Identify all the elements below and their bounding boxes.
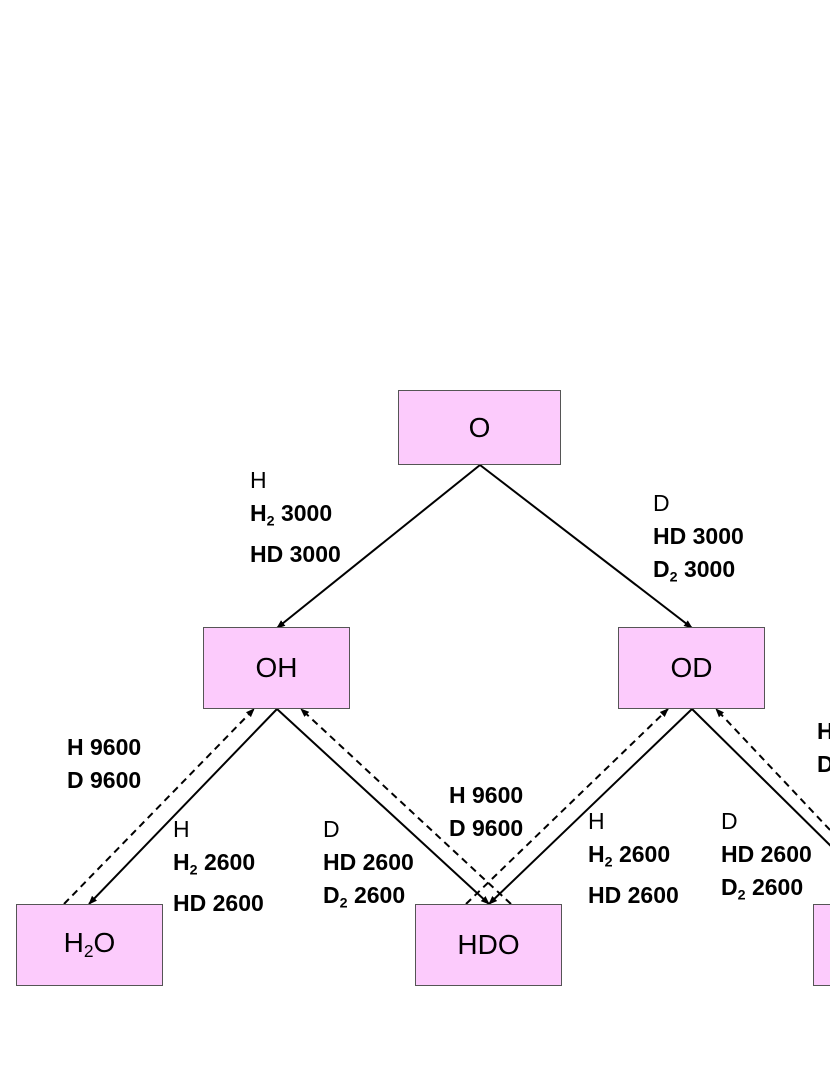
label-oh-to-h2o: H H2 2600 HD 2600 [173, 816, 264, 917]
arrow-oh-to-h2o [88, 708, 278, 905]
label-oh-to-hdo: D HD 2600 D2 2600 [323, 816, 414, 912]
label-o-to-oh: H H2 3000 HD 3000 [250, 467, 341, 568]
node-o-label: O [468, 411, 491, 443]
arrow-h2o-to-oh [63, 708, 255, 905]
label-cut-right: H D [817, 718, 830, 777]
node-od: OD [618, 627, 765, 709]
node-d2o-partial [813, 904, 830, 986]
label-o-to-od: D HD 3000 D2 3000 [653, 490, 744, 586]
arrow-od-to-hdo [488, 708, 693, 905]
arrow-od-to-d2o [691, 708, 830, 847]
node-oh: OH [203, 627, 350, 709]
node-h2o: H2O [16, 904, 163, 986]
label-hdo-to-oh: H 9600 D 9600 [449, 782, 524, 841]
label-od-to-d2o: D HD 2600 D2 2600 [721, 808, 812, 904]
arrow-oh-to-hdo [276, 708, 490, 905]
arrow-o-to-od [479, 464, 693, 629]
node-h2o-label: H2O [63, 927, 116, 962]
node-hdo: HDO [415, 904, 562, 986]
label-od-to-hdo: H H2 2600 HD 2600 [588, 808, 679, 909]
arrow-o-to-oh [276, 464, 481, 629]
node-o: O [398, 390, 561, 465]
label-h2o-to-oh: H 9600 D 9600 [67, 734, 142, 793]
arrow-d2o-to-od [715, 708, 830, 831]
arrow-hdo-to-od [465, 708, 669, 905]
node-oh-label: OH [255, 652, 298, 683]
node-hdo-label: HDO [457, 929, 520, 960]
node-od-label: OD [670, 652, 713, 683]
